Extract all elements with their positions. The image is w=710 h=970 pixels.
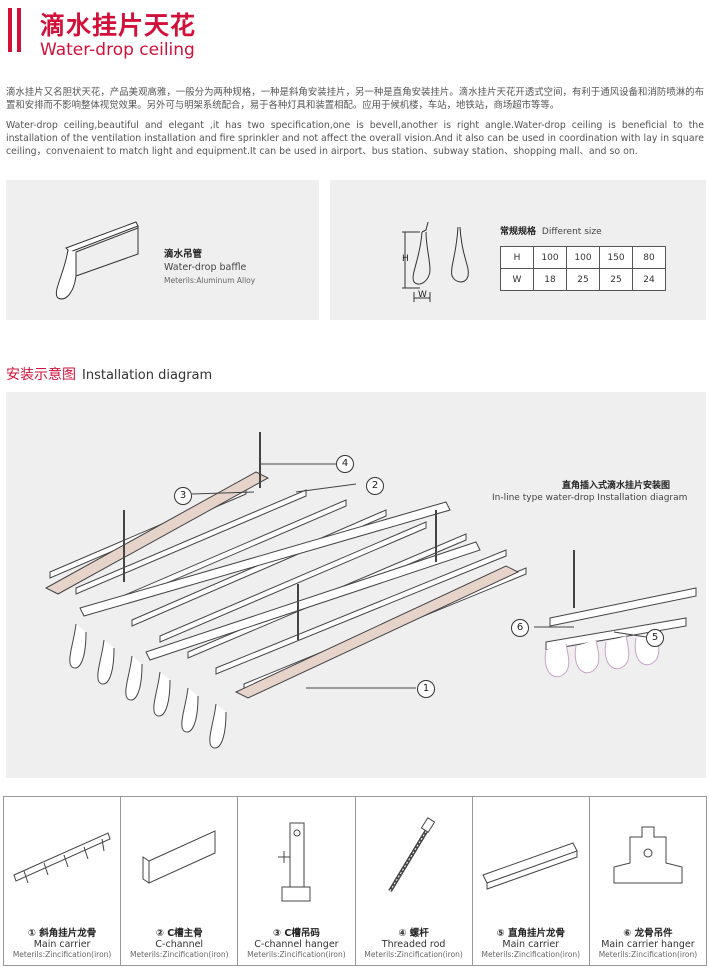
part-label: ④ 螺杆 Threaded rod Meterils:Zincification… bbox=[356, 925, 472, 959]
callout-1: 1 bbox=[417, 680, 435, 698]
part-name-zh: ④ 螺杆 bbox=[398, 928, 429, 939]
intro-zh: 滴水挂片又名胆状天花，产品美观高雅，一般分为两种规格，一种是斜角安装挂片，另一种… bbox=[6, 87, 704, 111]
baffle-name-zh: 滴水吊管 bbox=[164, 249, 203, 260]
part-name-en: Main carrier hanger bbox=[601, 939, 695, 950]
baffle-illustration bbox=[55, 221, 139, 300]
installation-panel: 直角插入式滴水挂片安装图 In-line type water-drop Ins… bbox=[6, 392, 706, 778]
part-name-en: Main carrier bbox=[33, 939, 91, 950]
part-name-zh: ⑥ 龙骨吊件 bbox=[623, 928, 673, 939]
installation-title: 安装示意图 Installation diagram bbox=[6, 364, 212, 384]
table-cell: 25 bbox=[566, 268, 600, 291]
table-cell: H bbox=[500, 246, 534, 269]
callout-2: 2 bbox=[366, 477, 384, 495]
baffle-material: Meterils:Aluminum Alloy bbox=[164, 276, 256, 285]
part-name-zh: ① 斜角挂片龙骨 bbox=[27, 928, 97, 939]
spec-table: H 100 100 150 80 W 18 25 25 24 bbox=[500, 246, 666, 291]
callout-6: 6 bbox=[511, 619, 529, 637]
c-channel-hanger-icon bbox=[278, 822, 311, 902]
baffle-name-en: Water-drop baffle bbox=[164, 262, 247, 273]
table-cell: 80 bbox=[632, 246, 666, 269]
callout-5: 5 bbox=[646, 629, 664, 647]
part-name-zh: ③ C槽吊码 bbox=[273, 928, 320, 939]
installation-title-en: Installation diagram bbox=[82, 368, 213, 383]
part-name-en: Threaded rod bbox=[381, 939, 446, 950]
table-row: W 18 25 25 24 bbox=[500, 268, 666, 291]
page-title-en: Water-drop ceiling bbox=[40, 40, 195, 60]
part-main-carrier-right-angle: ⑤ 直角挂片龙骨 Main carrier Meterils:Zincifica… bbox=[472, 796, 590, 966]
spec-title: 常规规格 Different size bbox=[500, 224, 602, 237]
installation-illustration bbox=[44, 432, 697, 749]
part-name-zh: ⑤ 直角挂片龙骨 bbox=[496, 928, 565, 939]
main-carrier-icon bbox=[13, 832, 111, 884]
part-name-en: C-channel bbox=[155, 939, 204, 950]
carrier-hanger-icon bbox=[613, 826, 683, 884]
table-row: H 100 100 150 80 bbox=[500, 246, 666, 269]
callout-4: 4 bbox=[336, 455, 354, 473]
dimension-drawing bbox=[402, 221, 469, 302]
part-material: Meterils:Zincification(iron) bbox=[130, 950, 229, 959]
table-cell: 100 bbox=[566, 246, 600, 269]
part-material: Meterils:Zincification(iron) bbox=[247, 950, 346, 959]
part-label: ① 斜角挂片龙骨 Main carrier Meterils:Zincifica… bbox=[4, 925, 120, 959]
page-title-zh: 滴水挂片天花 bbox=[40, 11, 197, 40]
installation-title-zh: 安装示意图 bbox=[6, 367, 76, 383]
c-channel-icon bbox=[142, 830, 216, 884]
part-c-channel: ② C槽主骨 C-channel Meterils:Zincification(… bbox=[121, 796, 239, 966]
part-threaded-rod: ④ 螺杆 Threaded rod Meterils:Zincification… bbox=[355, 796, 473, 966]
title-bar-right bbox=[17, 8, 21, 52]
table-cell: 25 bbox=[599, 268, 633, 291]
table-cell: W bbox=[500, 268, 534, 291]
intro-en: Water-drop ceiling,beautiful and elegant… bbox=[6, 120, 704, 157]
table-cell: 18 bbox=[533, 268, 567, 291]
part-label: ⑥ 龙骨吊件 Main carrier hanger Meterils:Zinc… bbox=[590, 925, 706, 959]
inline-title-zh: 直角插入式滴水挂片安装图 bbox=[562, 481, 671, 491]
threaded-rod-icon bbox=[387, 817, 435, 893]
part-material: Meterils:Zincification(iron) bbox=[12, 950, 112, 959]
part-c-channel-hanger: ③ C槽吊码 C-channel hanger Meterils:Zincifi… bbox=[238, 796, 356, 966]
part-main-carrier-hanger: ⑥ 龙骨吊件 Main carrier hanger Meterils:Zinc… bbox=[589, 796, 708, 966]
spec-title-zh: 常规规格 bbox=[500, 227, 537, 237]
baffle-panel: 滴水吊管 Water-drop baffle Meterils:Aluminum… bbox=[6, 180, 319, 320]
part-material: Meterils:Zincification(iron) bbox=[364, 950, 463, 959]
part-name-en: Main carrier bbox=[502, 939, 560, 950]
title-bar-left bbox=[8, 8, 12, 52]
table-cell: 100 bbox=[533, 246, 567, 269]
part-material: Meterils:Zincification(iron) bbox=[481, 950, 581, 959]
dim-w-label: W bbox=[418, 290, 427, 300]
part-name-en: C-channel hanger bbox=[254, 939, 339, 950]
inline-title-en: In-line type water-drop Installation dia… bbox=[492, 493, 688, 503]
table-cell: 24 bbox=[632, 268, 666, 291]
part-label: ⑤ 直角挂片龙骨 Main carrier Meterils:Zincifica… bbox=[473, 925, 589, 959]
table-cell: 150 bbox=[599, 246, 633, 269]
spec-title-en: Different size bbox=[541, 227, 602, 237]
part-main-carrier-bevel: ① 斜角挂片龙骨 Main carrier Meterils:Zincifica… bbox=[3, 796, 122, 966]
part-name-zh: ② C槽主骨 bbox=[155, 928, 203, 939]
right-angle-carrier-icon bbox=[481, 842, 578, 890]
part-label: ② C槽主骨 C-channel Meterils:Zincification(… bbox=[121, 925, 237, 959]
parts-grid: ① 斜角挂片龙骨 Main carrier Meterils:Zincifica… bbox=[3, 796, 708, 966]
part-material: Meterils:Zincification(iron) bbox=[598, 950, 698, 959]
dim-h-label: H bbox=[402, 254, 409, 264]
callout-3: 3 bbox=[174, 487, 192, 505]
part-label: ③ C槽吊码 C-channel hanger Meterils:Zincifi… bbox=[238, 925, 354, 959]
